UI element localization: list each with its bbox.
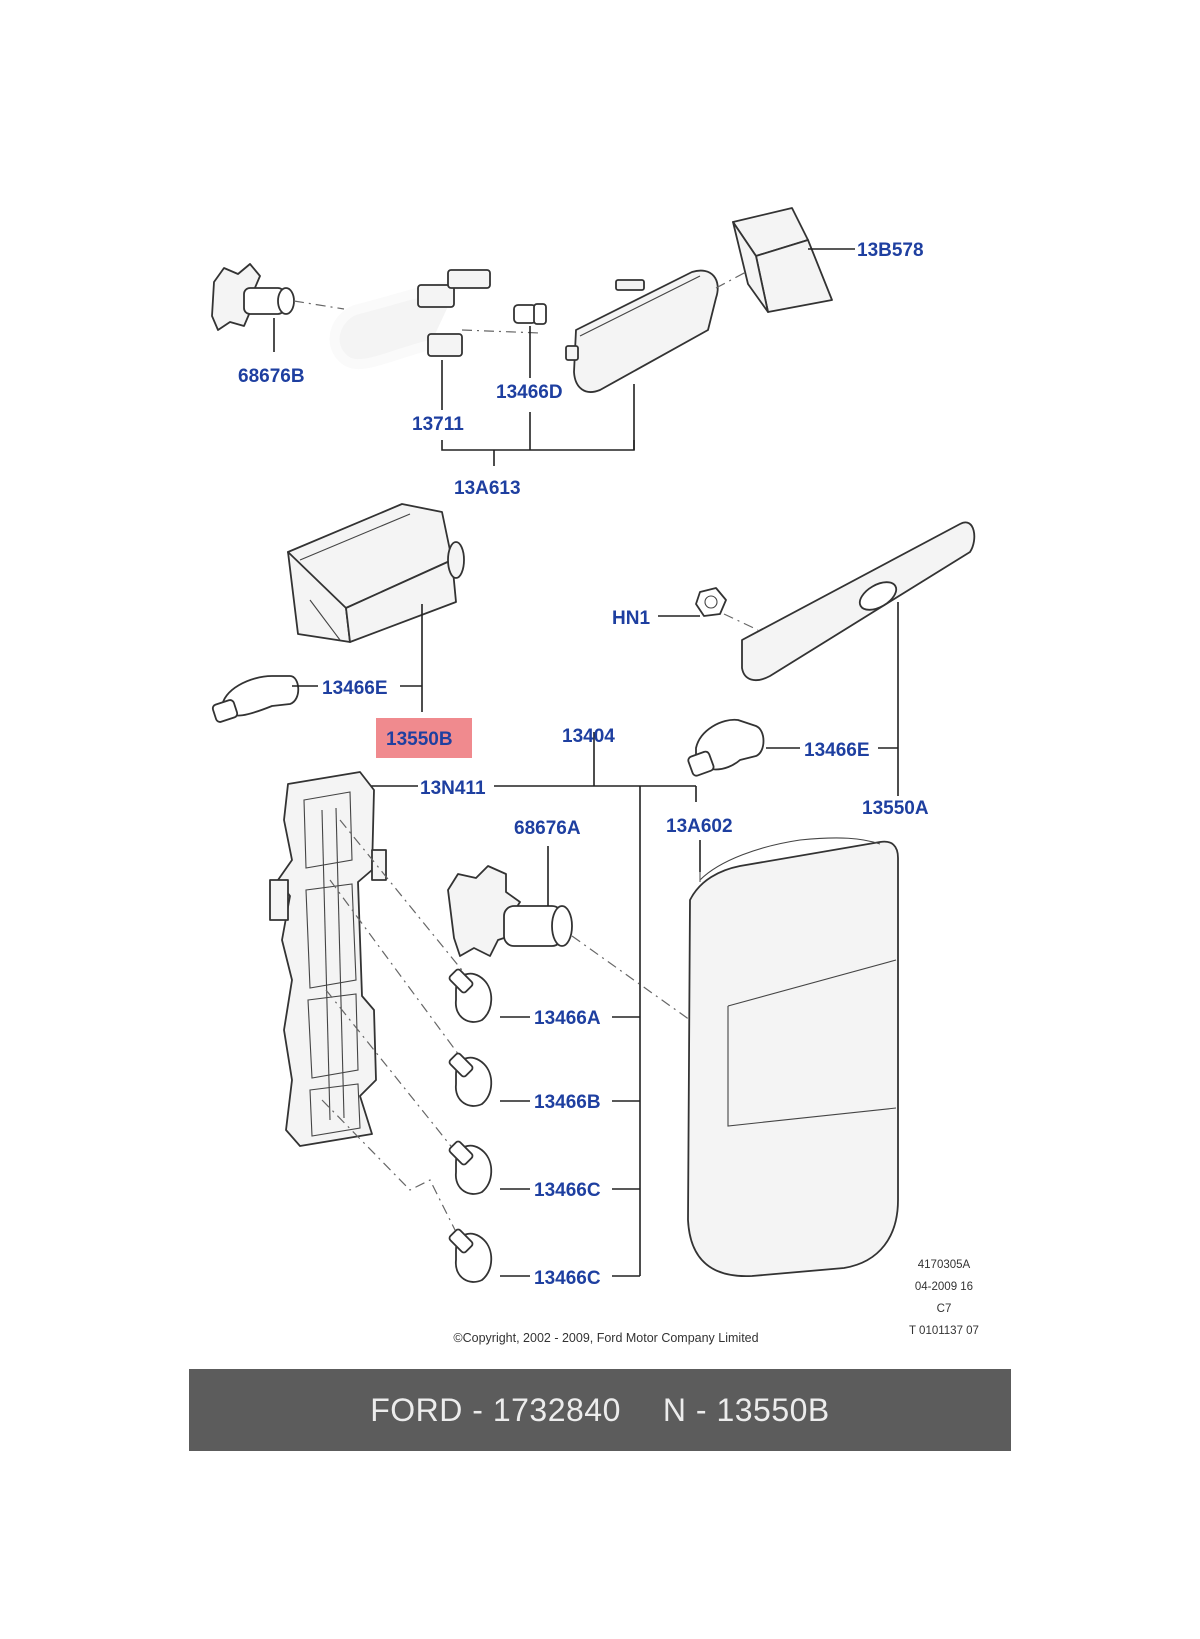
label-13466C-2: 13466C — [534, 1268, 601, 1289]
tail-lamp-13550A — [687, 837, 899, 1277]
lamp-housing-13550B-drawing — [287, 503, 465, 643]
bulb-13466C-1 — [448, 1140, 493, 1195]
label-13466E-right: 13466E — [804, 740, 870, 761]
lamp-cap-13B578 — [732, 207, 833, 313]
footer-n-number: N - 13550B — [662, 1391, 830, 1428]
ref-code-3: C7 — [937, 1303, 952, 1315]
label-13466C-1: 13466C — [534, 1180, 601, 1201]
label-13711: 13711 — [412, 414, 464, 435]
label-HN1: HN1 — [612, 608, 650, 629]
bulb-13466B — [448, 1052, 493, 1107]
highlight-13550B — [376, 718, 472, 758]
ref-code-4: T 0101137 07 — [909, 1325, 979, 1337]
reflector-strip — [741, 521, 976, 682]
bulb-13466D — [513, 303, 547, 325]
label-68676A: 68676A — [514, 818, 581, 839]
label-13466B: 13466B — [534, 1092, 601, 1113]
bulb-holder-68676B — [211, 263, 295, 331]
label-13550A: 13550A — [862, 798, 929, 819]
bulb-holder-68676A — [447, 865, 573, 957]
bulb-13466C-2 — [448, 1228, 493, 1283]
label-13B578: 13B578 — [857, 240, 924, 261]
footer-ford-number: FORD - 1732840 — [370, 1391, 621, 1428]
label-13550B: 13550B — [386, 729, 453, 750]
label-13A602: 13A602 — [666, 816, 733, 837]
bulb-carrier-board — [269, 771, 387, 1147]
copyright-text: ©Copyright, 2002 - 2009, Ford Motor Comp… — [453, 1331, 758, 1345]
lamp-body-top — [565, 269, 719, 393]
ref-code-2: 04-2009 16 — [915, 1281, 973, 1293]
label-13466E-left: 13466E — [322, 678, 388, 699]
label-13466D: 13466D — [496, 382, 563, 403]
nut-HN1 — [695, 587, 727, 617]
bulb-13466E-left — [211, 675, 300, 723]
label-13A613: 13A613 — [454, 478, 521, 499]
wire-harness-13711 — [329, 269, 491, 370]
label-13466A: 13466A — [534, 1008, 601, 1029]
label-68676B: 68676B — [238, 366, 305, 387]
label-13404: 13404 — [562, 726, 615, 747]
ref-code-1: 4170305A — [918, 1259, 971, 1271]
bulb-13466E-right — [687, 718, 765, 777]
bulb-13466A — [448, 968, 493, 1023]
label-13N411: 13N411 — [420, 778, 486, 799]
part-number-footer: FORD - 1732840 N - 13550B — [189, 1369, 1011, 1451]
